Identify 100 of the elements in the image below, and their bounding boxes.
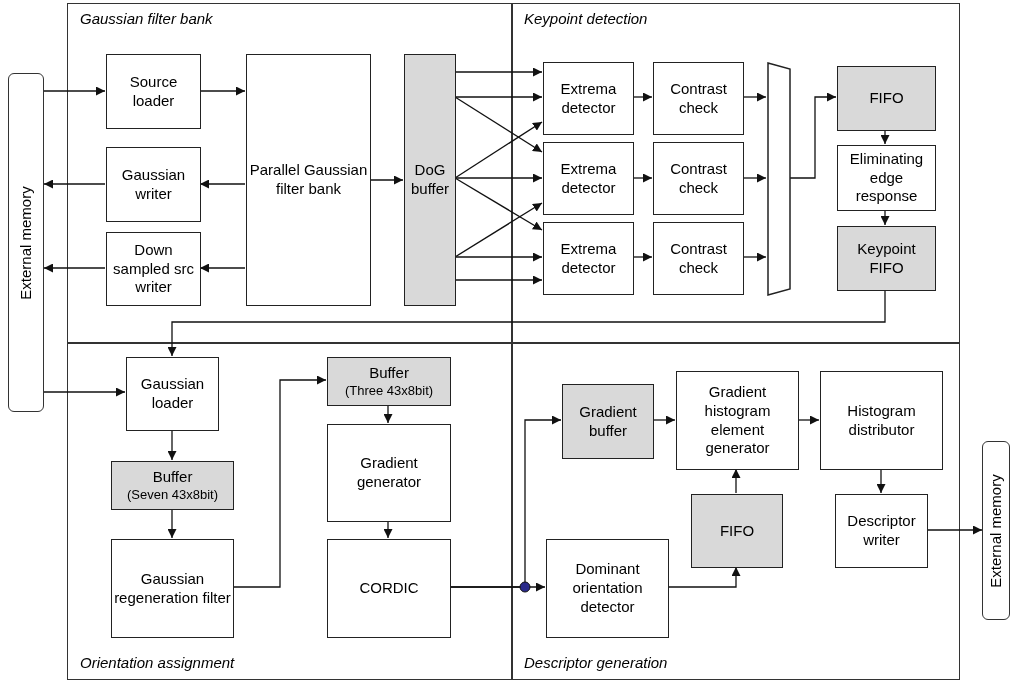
arrow — [742, 173, 767, 183]
arrow — [454, 121, 543, 179]
arrow — [449, 415, 562, 588]
box-label: Extrema detector — [559, 79, 618, 118]
box-label: Source loader — [128, 72, 179, 111]
box-label: Dominant orientation detector — [571, 560, 644, 617]
arrow — [232, 375, 327, 588]
arrow — [797, 415, 820, 425]
arrow — [43, 86, 106, 96]
arrow — [667, 566, 741, 588]
memory-label: External memory — [15, 185, 35, 300]
section-heading: Descriptor generation — [524, 653, 668, 673]
arrow — [199, 179, 246, 189]
arrow — [369, 175, 404, 185]
process-box — [653, 62, 744, 135]
box-sublabel: (Three 43x8bit) — [344, 382, 434, 399]
arrow — [383, 520, 393, 539]
process-box — [246, 54, 371, 306]
buffer-box — [111, 461, 234, 510]
process-box — [327, 424, 451, 522]
multiplexer-shape — [767, 62, 791, 296]
arrow — [43, 263, 106, 273]
arrow — [454, 173, 543, 183]
buffer-box — [691, 494, 783, 568]
box-label: Gaussian writer — [120, 165, 187, 204]
process-box — [676, 371, 799, 470]
box-label: Gradient histogram element generator — [703, 383, 772, 458]
box-label: Extrema detector — [559, 159, 618, 198]
memory-block — [8, 73, 44, 412]
section-heading: Orientation assignment — [80, 653, 235, 673]
box-label: FIFO — [868, 89, 905, 108]
arrow — [632, 173, 653, 183]
buffer-box — [562, 384, 654, 459]
arrow — [454, 275, 543, 285]
section-panel — [67, 3, 513, 344]
buffer-box — [837, 226, 936, 291]
buffer-box — [404, 54, 456, 306]
memory-label: External memory — [985, 473, 1005, 588]
box-label: Parallel Gaussian filter bank — [248, 161, 369, 199]
box-label: Buffer — [151, 468, 194, 487]
process-box — [106, 232, 201, 306]
box-label: Contrast check — [669, 79, 728, 118]
box-label: CORDIC — [358, 579, 420, 598]
box-label: Buffer — [368, 364, 410, 383]
box-label: Contrast check — [669, 159, 728, 198]
process-box — [543, 62, 634, 135]
arrow — [199, 263, 246, 273]
buffer-box — [327, 357, 451, 406]
arrow — [167, 429, 177, 461]
box-label: Down sampled src writer — [112, 240, 195, 298]
box-label: Gradient generator — [355, 454, 423, 492]
section-panel — [511, 342, 960, 680]
arrow — [167, 289, 886, 357]
process-box — [106, 147, 201, 222]
box-label: DoG buffer — [409, 161, 451, 199]
box-label: Extrema detector — [559, 239, 618, 278]
arrow — [454, 202, 543, 258]
section-heading: Keypoint detection — [524, 9, 648, 29]
process-box — [546, 539, 669, 638]
arrow — [876, 468, 886, 494]
section-panel — [67, 342, 513, 680]
arrow — [632, 92, 653, 102]
process-box — [543, 142, 634, 215]
process-box — [653, 222, 744, 295]
process-box — [543, 222, 634, 295]
box-sublabel: (Seven 43x8bit) — [126, 486, 219, 503]
arrow — [454, 92, 543, 102]
arrow — [454, 177, 543, 231]
process-box — [820, 371, 943, 470]
box-label: Contrast check — [669, 239, 728, 278]
box-label: Gaussian loader — [139, 375, 206, 413]
box-label: Gradient buffer — [578, 402, 638, 441]
section-heading: Gaussian filter bank — [80, 9, 213, 29]
box-label: Keypoint FIFO — [856, 239, 917, 278]
arrow — [742, 92, 767, 102]
process-box — [835, 494, 928, 568]
arrow — [199, 86, 246, 96]
memory-block — [982, 441, 1010, 620]
process-box — [653, 142, 744, 215]
arrow — [632, 252, 653, 262]
arrow — [454, 67, 543, 77]
section-panel — [511, 3, 960, 344]
arrow — [731, 468, 741, 494]
arrow — [454, 252, 543, 262]
process-box — [837, 145, 936, 211]
arrow — [454, 96, 543, 153]
process-box — [111, 539, 234, 638]
arrow — [383, 404, 393, 424]
box-label: Histogram distributor — [846, 401, 917, 440]
arrow — [43, 387, 126, 397]
box-label: FIFO — [718, 521, 756, 541]
box-label: Gaussian regeneration filter — [113, 569, 232, 608]
arrow — [880, 209, 890, 226]
process-box — [106, 54, 201, 129]
arrow — [926, 525, 983, 535]
box-label: Descriptor writer — [846, 512, 917, 550]
arrow — [167, 508, 177, 539]
arrow — [652, 415, 676, 425]
buffer-box — [837, 66, 936, 131]
process-box — [126, 357, 219, 431]
